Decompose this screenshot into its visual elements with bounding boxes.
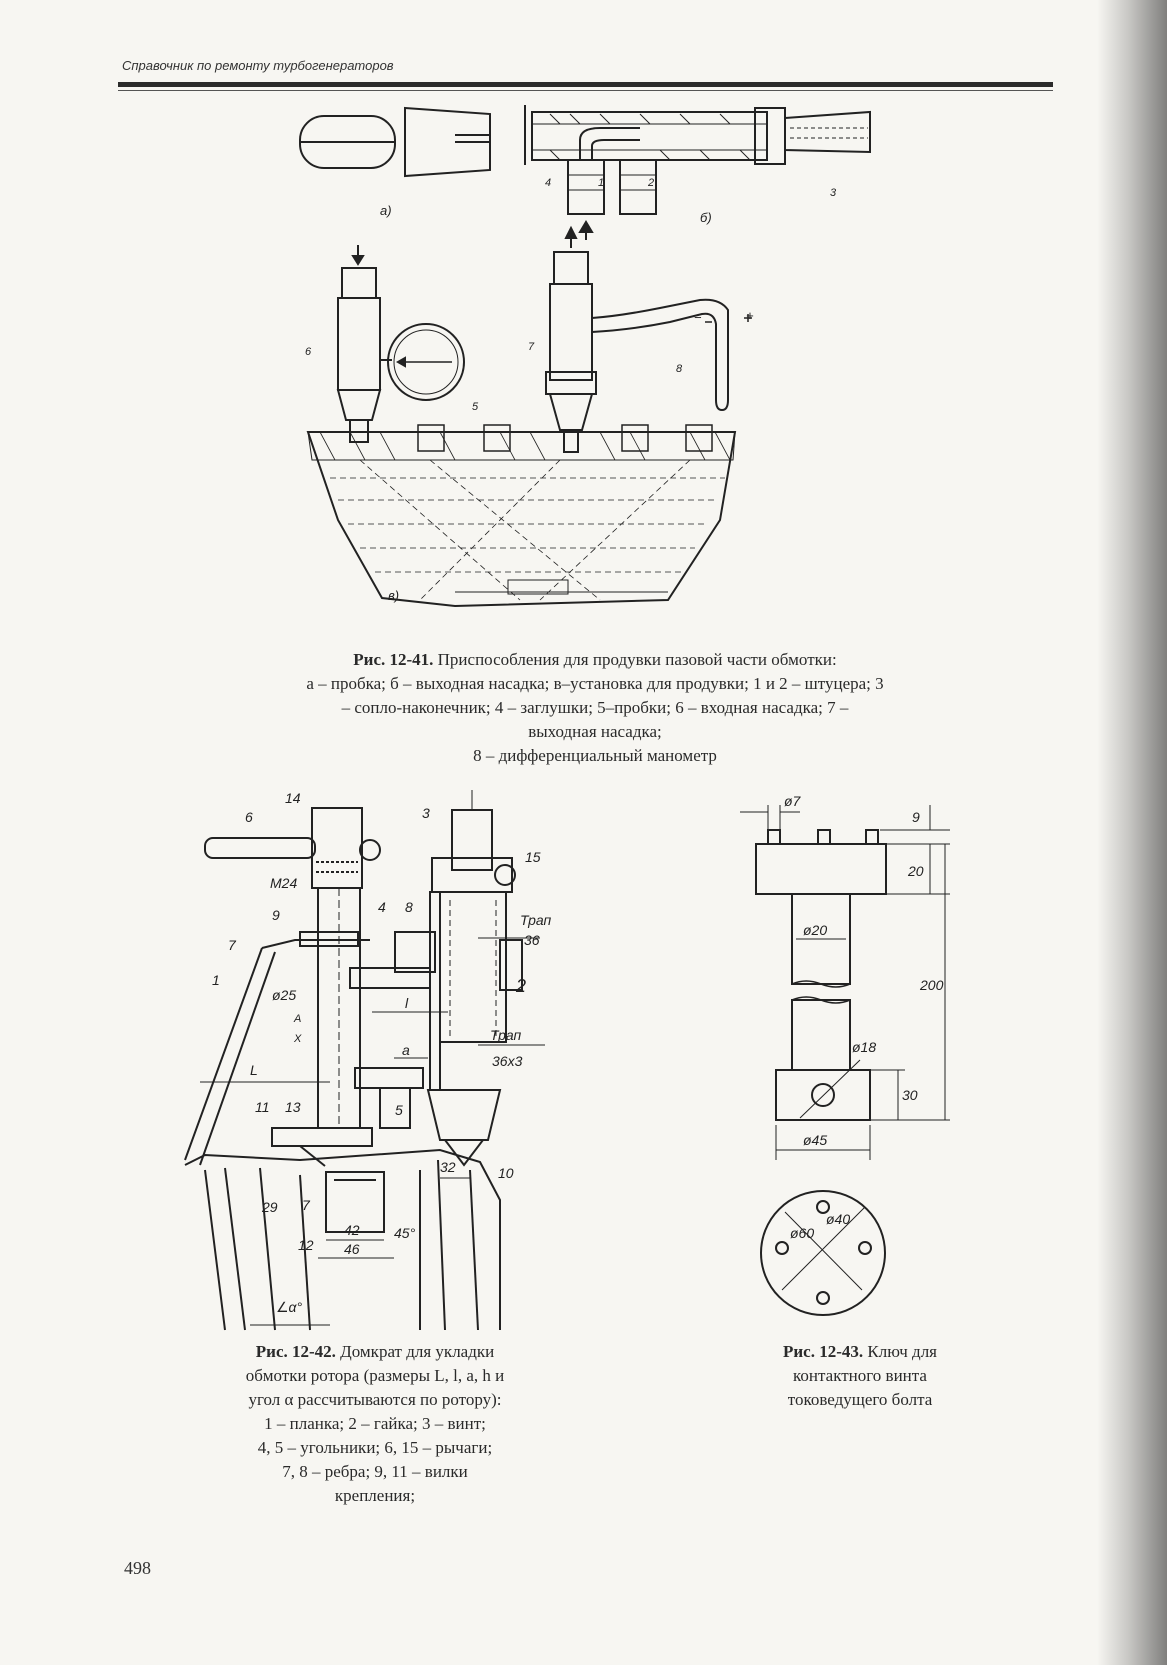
caption-42-line5: 4, 5 – угольники; 6, 15 – рычаги;	[257, 1438, 493, 1457]
rotor-body	[306, 431, 737, 608]
jack-callout-7: 7	[228, 937, 237, 953]
jack-callout-alpha-dim: a	[402, 1042, 410, 1058]
jack-callout-12: 12	[298, 1237, 314, 1253]
callout-6: 6	[305, 346, 312, 358]
key-dim-d7: ø7	[784, 793, 802, 809]
caption-43-line2: контактного винта	[793, 1366, 927, 1385]
key-dim-d45: ø45	[803, 1132, 827, 1148]
callout-7: 7	[528, 341, 535, 353]
sub-label-b: б)	[700, 210, 712, 225]
caption-42-title: Домкрат для укладки	[340, 1342, 495, 1361]
jack-callout-8: 8	[405, 899, 413, 915]
plug-wedge-part	[404, 106, 491, 178]
key-dim-200: 200	[919, 977, 944, 993]
caption-43-number: Рис. 12-43.	[782, 1342, 864, 1361]
jack-callout-36x3: 36x3	[492, 1053, 523, 1069]
key-dim-d18: ø18	[852, 1039, 876, 1055]
jack-callout-46: 46	[344, 1241, 360, 1257]
callout-2: 2	[647, 177, 654, 189]
header-rule-thin	[118, 90, 1053, 91]
manometer-minus: −	[694, 310, 702, 325]
caption-41-line2: а – пробка; б – выходная насадка; в–уста…	[306, 674, 884, 693]
caption-43-line3: токоведущего болта	[787, 1390, 933, 1409]
callout-4: 4	[545, 177, 551, 189]
caption-42-line6: 7, 8 – ребра; 9, 11 – вилки	[282, 1462, 468, 1481]
jack-callout-32: 32	[440, 1159, 456, 1175]
caption-41-line5: 8 – дифференциальный манометр	[473, 746, 717, 765]
sub-label-a: а)	[380, 203, 392, 218]
header-rule	[118, 82, 1053, 87]
key-dim-d20: ø20	[803, 922, 827, 938]
manometer-plus: +	[746, 308, 754, 323]
jack-callout-l-small: l	[405, 995, 409, 1011]
jack-callout-a: A	[293, 1013, 301, 1025]
caption-42-line4: 1 – планка; 2 – гайка; 3 – винт;	[264, 1414, 486, 1433]
figure-12-43-caption: Рис. 12-43. Ключ для контактного винта т…	[720, 1340, 1000, 1412]
figure-12-42-caption: Рис. 12-42. Домкрат для укладки обмотки …	[180, 1340, 570, 1508]
callout-8: 8	[676, 363, 683, 375]
jack-callout-1: 1	[212, 972, 220, 988]
caption-41-line4: выходная насадка;	[528, 722, 662, 741]
jack-callout-29: 29	[261, 1199, 278, 1215]
pressure-gauge	[387, 323, 465, 401]
outlet-nozzle-drawing	[524, 105, 871, 240]
caption-41-title: Приспособления для продувки пазовой част…	[437, 650, 837, 669]
figure-12-41-drawing: а) б) в) 4 1 2 3 6 5 7 8 − +	[299, 105, 871, 608]
jack-callout-9: 9	[272, 907, 280, 923]
running-title: Справочник по ремонту турбогенераторов	[122, 58, 394, 73]
jack-callout-36: 36	[524, 932, 540, 948]
jack-callout-15: 15	[525, 849, 541, 865]
key-dim-d40: ø40	[826, 1211, 850, 1227]
jack-callout-2: 2	[515, 976, 526, 996]
jack-callout-m24: M24	[270, 875, 297, 891]
caption-43-title: Ключ для	[867, 1342, 938, 1361]
jack-callout-11: 11	[255, 1099, 270, 1115]
jack-callout-10: 10	[498, 1165, 514, 1181]
callout-5: 5	[472, 401, 479, 413]
jack-callout-45deg: 45°	[394, 1225, 416, 1241]
jack-callout-angle-alpha: ∠α°	[276, 1299, 303, 1315]
caption-41-line3: – сопло-наконечник; 4 – заглушки; 5–проб…	[341, 698, 849, 717]
caption-42-line2: обмотки ротора (размеры L, l, a, h и	[245, 1366, 505, 1385]
key-dim-30: 30	[902, 1087, 918, 1103]
callout-3: 3	[830, 187, 837, 199]
jack-callout-13: 13	[285, 1099, 301, 1115]
jack-callout-l-big: L	[250, 1062, 258, 1078]
jack-callout-3: 3	[422, 805, 430, 821]
caption-42-number: Рис. 12-42.	[255, 1342, 336, 1361]
jack-callout-42: 42	[344, 1222, 360, 1238]
sub-label-v: в)	[388, 588, 399, 603]
key-dim-20: 20	[907, 863, 924, 879]
key-flange	[760, 1190, 886, 1316]
caption-42-line7: крепления;	[334, 1486, 416, 1505]
jack-callout-5: 5	[395, 1102, 403, 1118]
jack-callout-x: X	[293, 1033, 302, 1045]
jack-callout-4: 4	[378, 899, 386, 915]
jack-callout-trap: Трап	[520, 912, 552, 928]
jack-callout-7b: 7	[302, 1197, 311, 1213]
key-dim-9: 9	[912, 809, 920, 825]
caption-42-line3: угол α рассчитываются по ротору):	[248, 1390, 502, 1409]
caption-41-number: Рис. 12-41.	[353, 650, 434, 669]
jack-callout-trap2: Трап	[490, 1027, 522, 1043]
page-number: 498	[124, 1558, 151, 1578]
key-dim-d60: ø60	[790, 1225, 814, 1241]
callout-1: 1	[598, 177, 604, 189]
jack-callout-6: 6	[245, 809, 253, 825]
figure-12-41-caption: Рис. 12-41. Приспособления для продувки …	[200, 648, 990, 768]
jack-callout-d25: ø25	[272, 987, 296, 1003]
page-edge-shadow	[1097, 0, 1167, 1665]
blowing-installation-drawing	[306, 225, 752, 608]
jack-callout-14: 14	[285, 790, 301, 806]
